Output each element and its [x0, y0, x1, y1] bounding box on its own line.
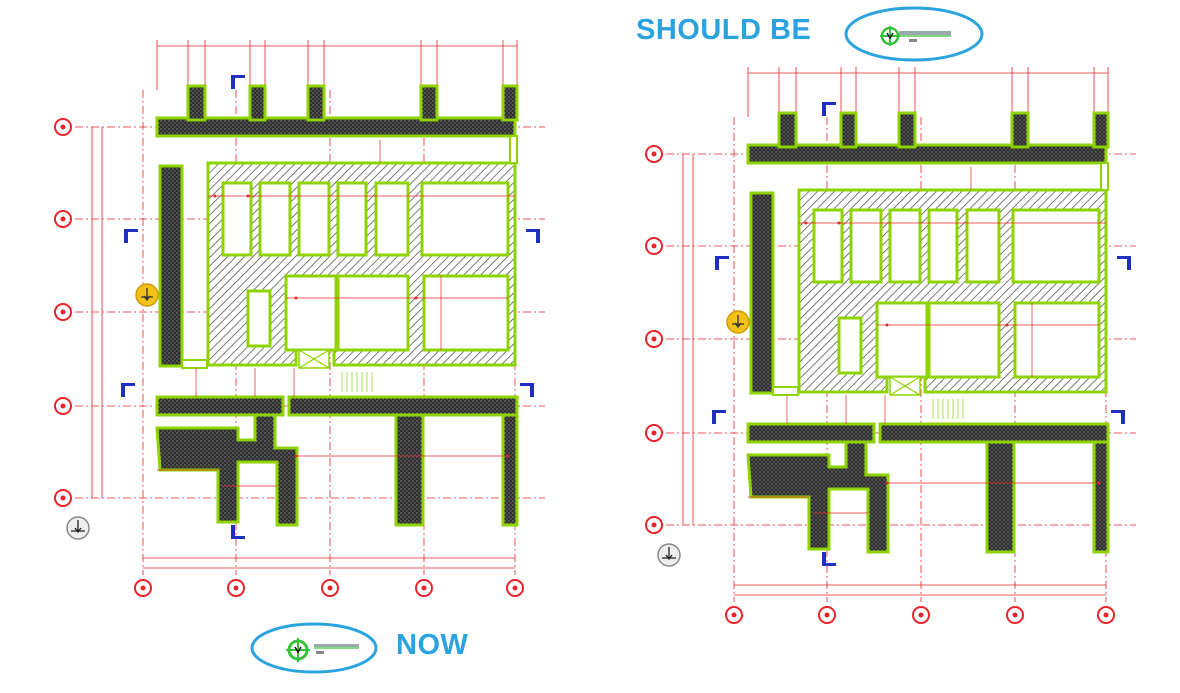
plan-should-be [644, 65, 1138, 625]
should-be-callout [844, 6, 984, 62]
now-label: NOW [396, 629, 469, 661]
plan-now [53, 38, 547, 598]
now-callout [250, 622, 378, 674]
should-be-label: SHOULD BE [636, 14, 812, 46]
